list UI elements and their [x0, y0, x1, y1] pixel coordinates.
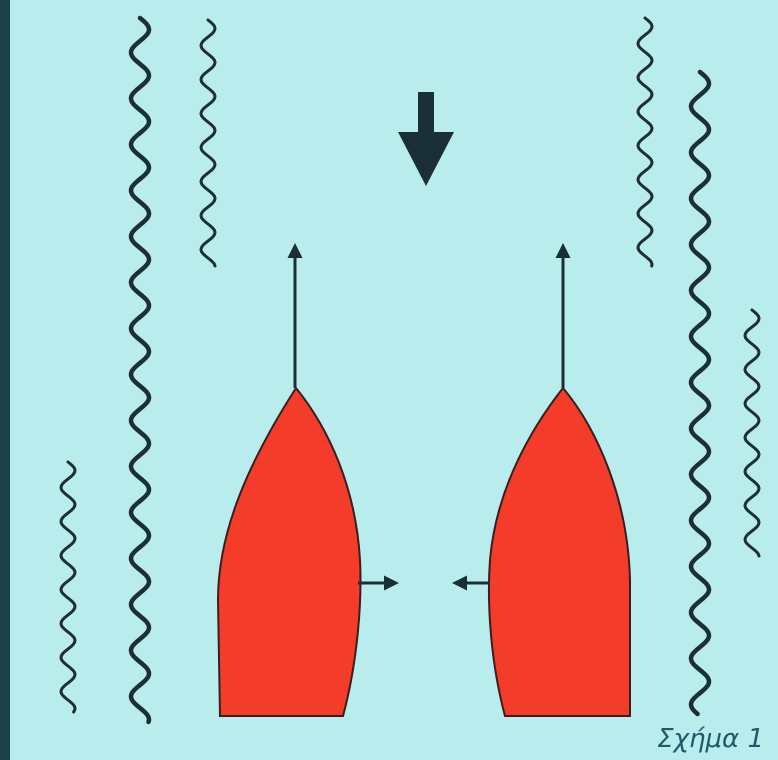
wave-line-5: [691, 72, 709, 714]
wave-lines: [61, 18, 759, 722]
right-boat: [489, 388, 630, 716]
flow-direction-arrow: [398, 92, 454, 186]
wave-line-1: [131, 18, 149, 722]
left-boat: [218, 388, 360, 716]
wave-line-3: [61, 462, 75, 712]
wave-line-4: [638, 18, 652, 266]
wave-line-2: [201, 20, 215, 266]
wave-line-6: [745, 310, 759, 556]
figure-caption: Σχήμα 1: [657, 724, 764, 754]
